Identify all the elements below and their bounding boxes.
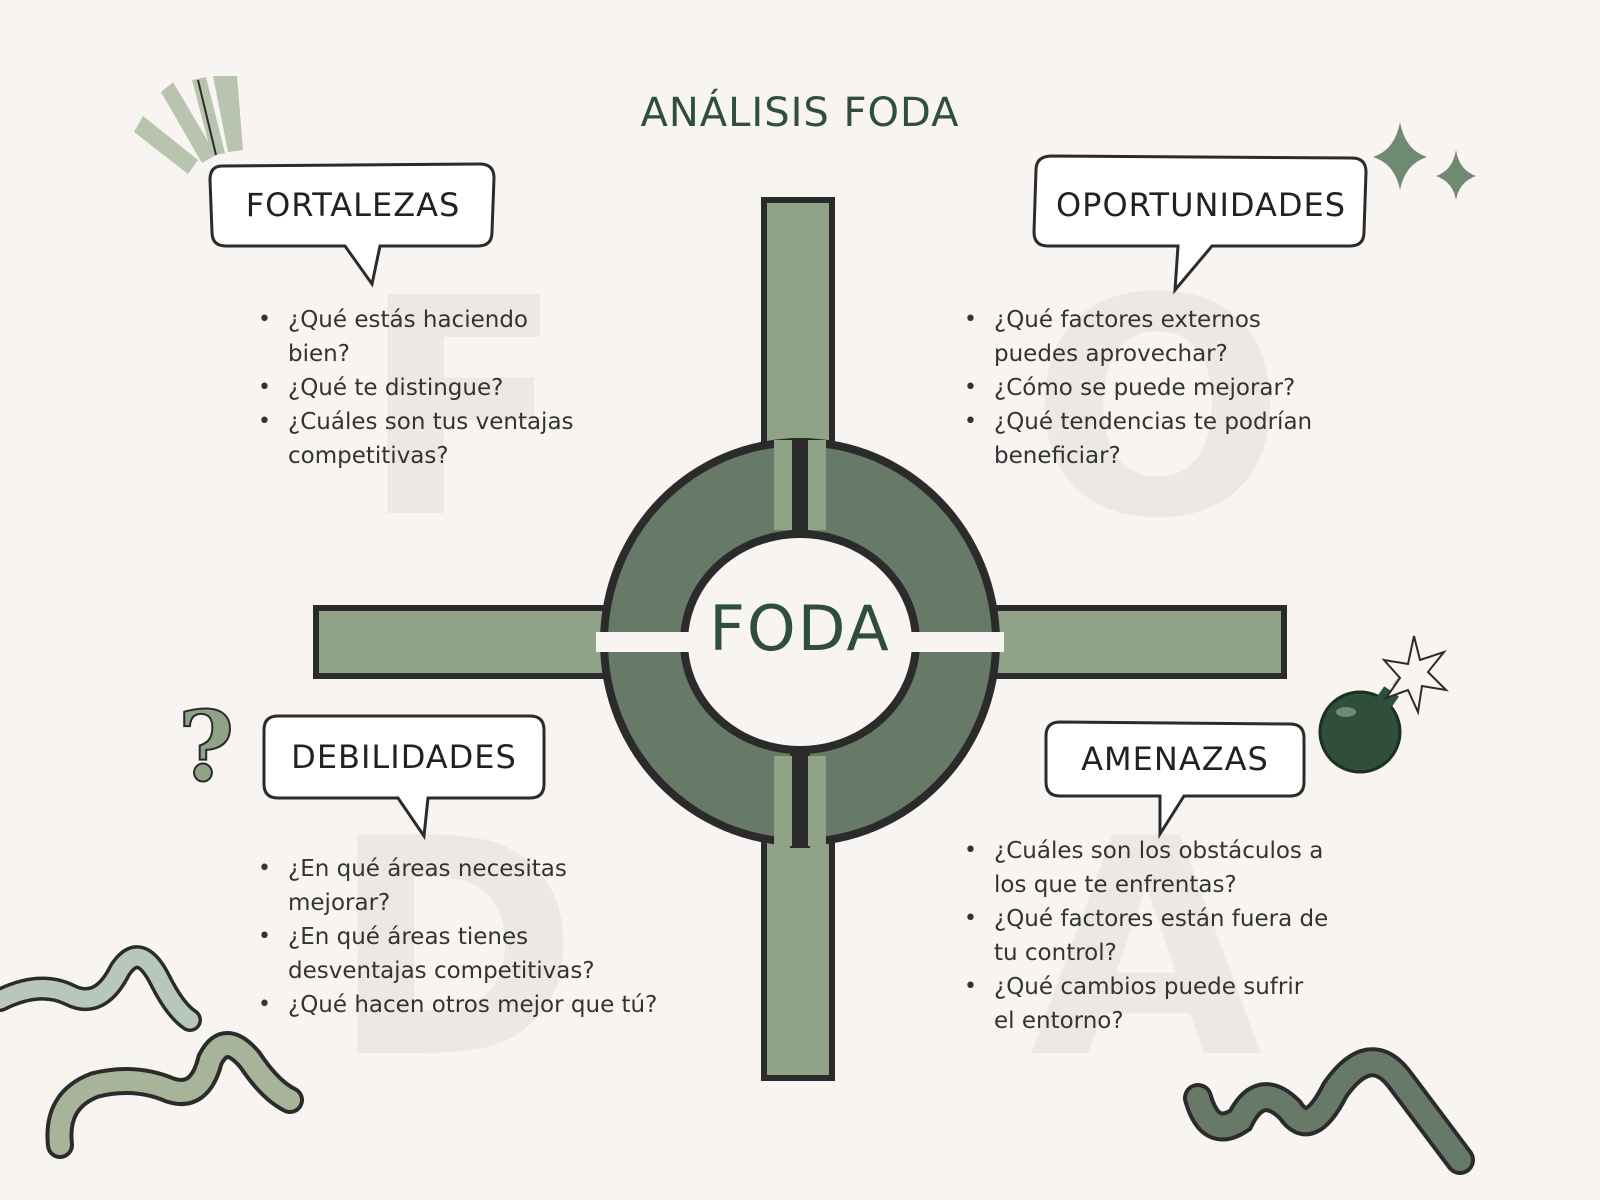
list-debilidades: ¿En qué áreas necesitas mejorar? ¿En qué… <box>254 852 674 1022</box>
list-fortalezas: ¿Qué estás haciendo bien? ¿Qué te distin… <box>254 303 584 473</box>
bubble-shape-debilidades <box>262 714 546 841</box>
list-item: ¿Cuáles son tus ventajas competitivas? <box>254 405 584 473</box>
svg-text:?: ? <box>178 690 234 803</box>
label-oportunidades: OPORTUNIDADES <box>1055 186 1347 224</box>
list-item: ¿Qué te distingue? <box>254 371 584 405</box>
sparkle-icon <box>1373 122 1476 200</box>
list-item: ¿Cómo se puede mejorar? <box>960 371 1330 405</box>
list-item: ¿Qué factores externos puedes aprovechar… <box>960 303 1330 371</box>
list-item: ¿En qué áreas tienes desventajas competi… <box>254 920 674 988</box>
bomb-icon <box>1318 635 1449 774</box>
list-item: ¿Qué hacen otros mejor que tú? <box>254 988 674 1022</box>
list-item: ¿Qué factores están fuera de tu control? <box>960 902 1330 970</box>
label-debilidades: DEBILIDADES <box>291 738 517 776</box>
list-item: ¿Qué cambios puede sufrir el entorno? <box>960 970 1330 1038</box>
question-mark-icon: ? <box>177 689 235 804</box>
center-label: FODA <box>709 592 891 665</box>
label-amenazas: AMENAZAS <box>1081 740 1269 778</box>
list-amenazas: ¿Cuáles son los obstáculos a los que te … <box>960 834 1330 1038</box>
squiggle-decoration-left <box>0 945 304 1159</box>
list-oportunidades: ¿Qué factores externos puedes aprovechar… <box>960 303 1330 473</box>
squiggle-decoration-right <box>1183 1047 1475 1175</box>
bubble-shape-oportunidades <box>1032 154 1368 295</box>
bubble-shape-fortalezas <box>208 162 496 288</box>
list-item: ¿Qué tendencias te podrían beneficiar? <box>960 405 1330 473</box>
list-item: ¿Cuáles son los obstáculos a los que te … <box>960 834 1330 902</box>
bubble-shape-amenazas <box>1044 720 1306 840</box>
center-ring <box>596 438 1004 848</box>
list-item: ¿En qué áreas necesitas mejorar? <box>254 852 674 920</box>
label-fortalezas: FORTALEZAS <box>245 186 461 224</box>
accent-strokes-icon <box>134 76 243 174</box>
list-item: ¿Qué estás haciendo bien? <box>254 303 584 371</box>
page-title: ANÁLISIS FODA <box>640 90 960 136</box>
